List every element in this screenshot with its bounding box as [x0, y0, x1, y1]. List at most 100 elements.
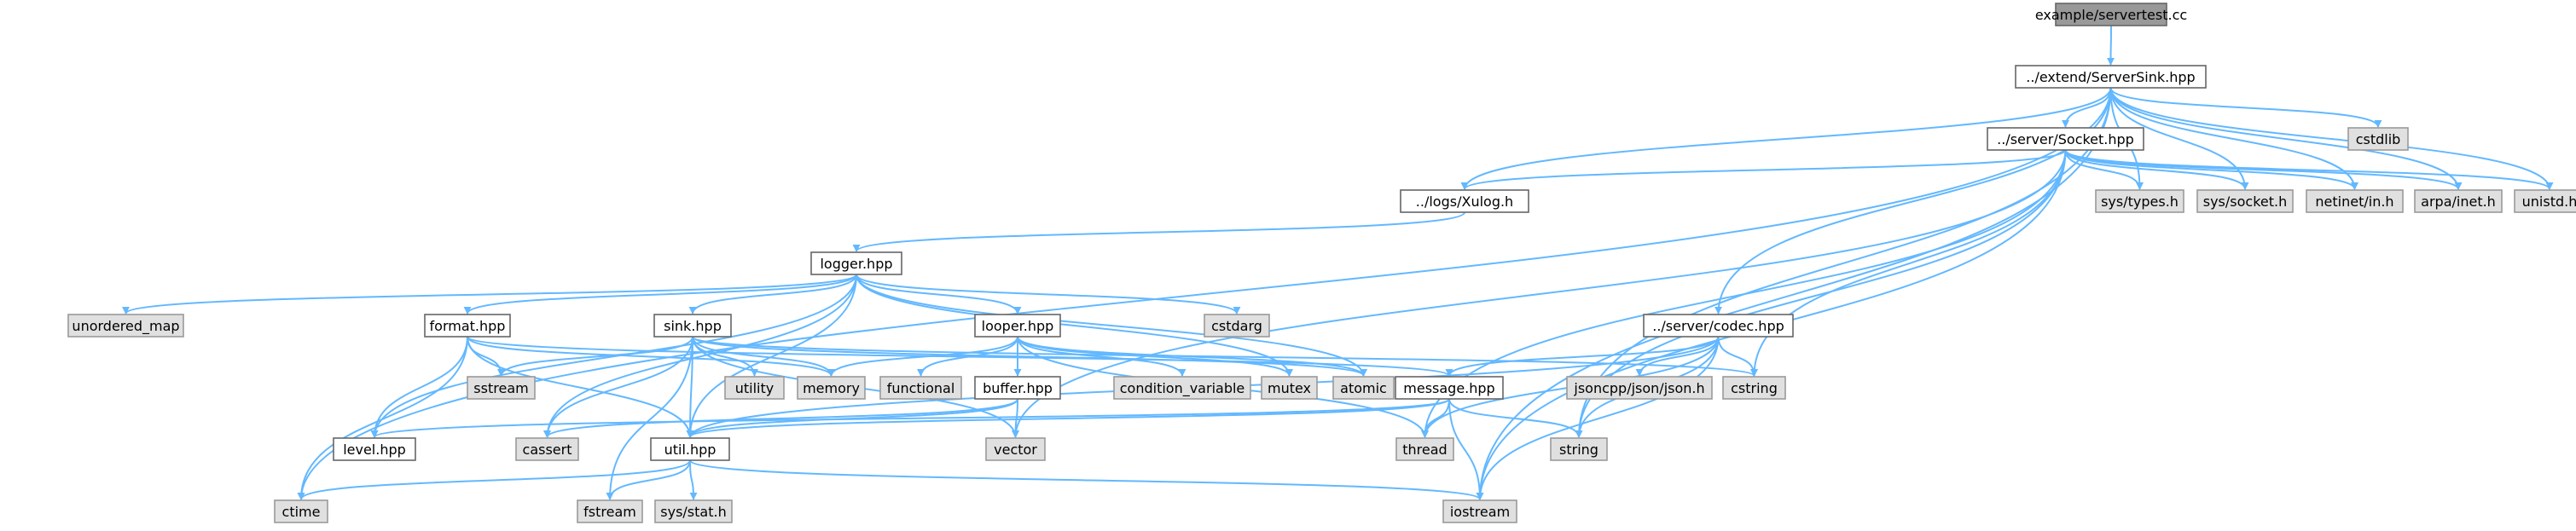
edge-logger-to-sink — [688, 274, 857, 315]
node-box-fstream — [577, 499, 643, 523]
edge-serversink-to-codec — [1714, 87, 2112, 315]
edge-format-to-util — [467, 336, 694, 438]
node-buffer[interactable]: buffer.hpp — [974, 376, 1061, 400]
node-label-cstring: cstring — [1731, 380, 1778, 396]
edge-serversink-to-socket — [2062, 87, 2112, 128]
node-box-string — [1550, 437, 1608, 461]
node-message[interactable]: message.hpp — [1395, 376, 1504, 400]
node-label-fstream: fstream — [583, 504, 636, 520]
edge-format-to-memory — [467, 336, 835, 377]
node-box-iostream — [1442, 499, 1517, 523]
edge-logger-to-cassert — [543, 274, 857, 438]
node-label-looper: looper.hpp — [982, 318, 1054, 334]
node-label-serversink: ../extend/ServerSink.hpp — [2026, 69, 2195, 85]
node-label-memory: memory — [803, 380, 860, 396]
node-box-functional — [879, 376, 962, 400]
node-label-utility: utility — [735, 380, 775, 396]
edge-xulog-to-logger — [852, 211, 1465, 252]
edge-sink-to-atomic — [692, 336, 1367, 377]
node-label-message: message.hpp — [1403, 380, 1494, 396]
node-sink[interactable]: sink.hpp — [653, 314, 732, 338]
node-label-unordered_map: unordered_map — [72, 318, 179, 335]
node-box-message — [1395, 376, 1504, 400]
node-xulog[interactable]: ../logs/Xulog.h — [1400, 189, 1529, 213]
edge-util-to-sysstat — [689, 459, 698, 500]
node-sstream: sstream — [467, 376, 536, 400]
node-syssocket: sys/socket.h — [2196, 189, 2294, 213]
edge-logger-to-unordered_map — [122, 274, 857, 315]
edge-codec-to-jsoncpp — [1635, 336, 1720, 377]
node-utility: utility — [724, 376, 785, 400]
node-label-xulog: ../logs/Xulog.h — [1416, 193, 1513, 210]
node-label-arpainet: arpa/inet.h — [2421, 193, 2496, 210]
node-arpainet: arpa/inet.h — [2414, 189, 2503, 213]
edge-serversink-to-iostream — [1476, 87, 2112, 500]
node-vector: vector — [985, 437, 1046, 461]
node-box-atomic — [1332, 376, 1395, 400]
node-label-cassert: cassert — [523, 442, 572, 458]
edge-buffer-to-vector — [1012, 398, 1020, 438]
node-level[interactable]: level.hpp — [333, 437, 416, 461]
edge-looper-to-atomic — [1017, 336, 1367, 377]
node-box-jsoncpp — [1566, 376, 1713, 400]
edge-codec-to-message — [1445, 336, 1720, 377]
node-label-codec: ../server/codec.hpp — [1652, 318, 1784, 334]
node-box-level — [333, 437, 416, 461]
node-unordered_map: unordered_map — [67, 314, 184, 338]
node-label-sstream: sstream — [473, 380, 528, 396]
node-servertest[interactable]: example/servertest.cc — [2035, 3, 2187, 26]
node-box-cassert — [515, 437, 579, 461]
node-label-jsoncpp: jsoncpp/json/json.h — [1573, 380, 1704, 396]
node-label-logger: logger.hpp — [820, 256, 892, 272]
edge-sink-to-cstring — [692, 336, 1758, 377]
node-unistd: unistd.h — [2514, 189, 2576, 213]
node-netinet: netinet/in.h — [2306, 189, 2404, 213]
node-label-sink: sink.hpp — [664, 318, 722, 334]
edge-looper-to-functional — [917, 336, 1018, 377]
edge-message-to-level — [370, 398, 1450, 438]
node-box-xulog — [1400, 189, 1529, 213]
node-label-cstdlib: cstdlib — [2356, 131, 2401, 147]
node-label-sysstat: sys/stat.h — [660, 504, 726, 520]
node-format[interactable]: format.hpp — [424, 314, 511, 338]
node-fstream: fstream — [577, 499, 643, 523]
edge-looper-to-condvar — [1017, 336, 1186, 377]
node-string: string — [1550, 437, 1608, 461]
edge-util-to-ctime — [297, 459, 691, 500]
node-codec[interactable]: ../server/codec.hpp — [1643, 314, 1794, 338]
node-label-util: util.hpp — [664, 442, 717, 458]
node-jsoncpp: jsoncpp/json/json.h — [1566, 376, 1713, 400]
edge-util-to-fstream — [606, 459, 691, 500]
node-util[interactable]: util.hpp — [650, 437, 730, 461]
node-looper[interactable]: looper.hpp — [974, 314, 1061, 338]
node-logger[interactable]: logger.hpp — [810, 251, 902, 275]
edge-logger-to-level — [370, 274, 857, 438]
edge-servertest-to-serversink — [2107, 25, 2115, 66]
node-box-cstdarg — [1204, 314, 1270, 338]
edge-logger-to-looper — [856, 274, 1022, 315]
edge-format-to-message — [467, 336, 1453, 377]
edge-message-to-util — [686, 398, 1450, 438]
node-box-sysstat — [654, 499, 733, 523]
node-label-cstdarg: cstdarg — [1211, 318, 1262, 334]
edge-sink-to-sstream — [497, 336, 693, 377]
node-box-utility — [724, 376, 785, 400]
edge-format-to-ctime — [297, 336, 468, 500]
node-box-netinet — [2306, 189, 2404, 213]
edge-logger-to-cstdarg — [856, 274, 1241, 315]
node-atomic: atomic — [1332, 376, 1395, 400]
edge-socket-to-netinet — [2064, 149, 2358, 190]
edge-socket-to-cstring — [1750, 149, 2067, 377]
node-box-thread — [1395, 437, 1454, 461]
edge-socket-to-arpainet — [2064, 149, 2463, 190]
node-serversink[interactable]: ../extend/ServerSink.hpp — [2015, 65, 2207, 89]
edge-sink-to-memory — [692, 336, 835, 377]
node-sysstat: sys/stat.h — [654, 499, 733, 523]
node-label-condvar: condition_variable — [1120, 380, 1245, 397]
node-label-iostream: iostream — [1450, 504, 1510, 520]
node-socket[interactable]: ../server/Socket.hpp — [1987, 127, 2144, 151]
node-label-syssocket: sys/socket.h — [2203, 193, 2288, 210]
edge-serversink-to-ctime — [297, 87, 2112, 500]
edge-sink-to-fstream — [606, 336, 693, 500]
